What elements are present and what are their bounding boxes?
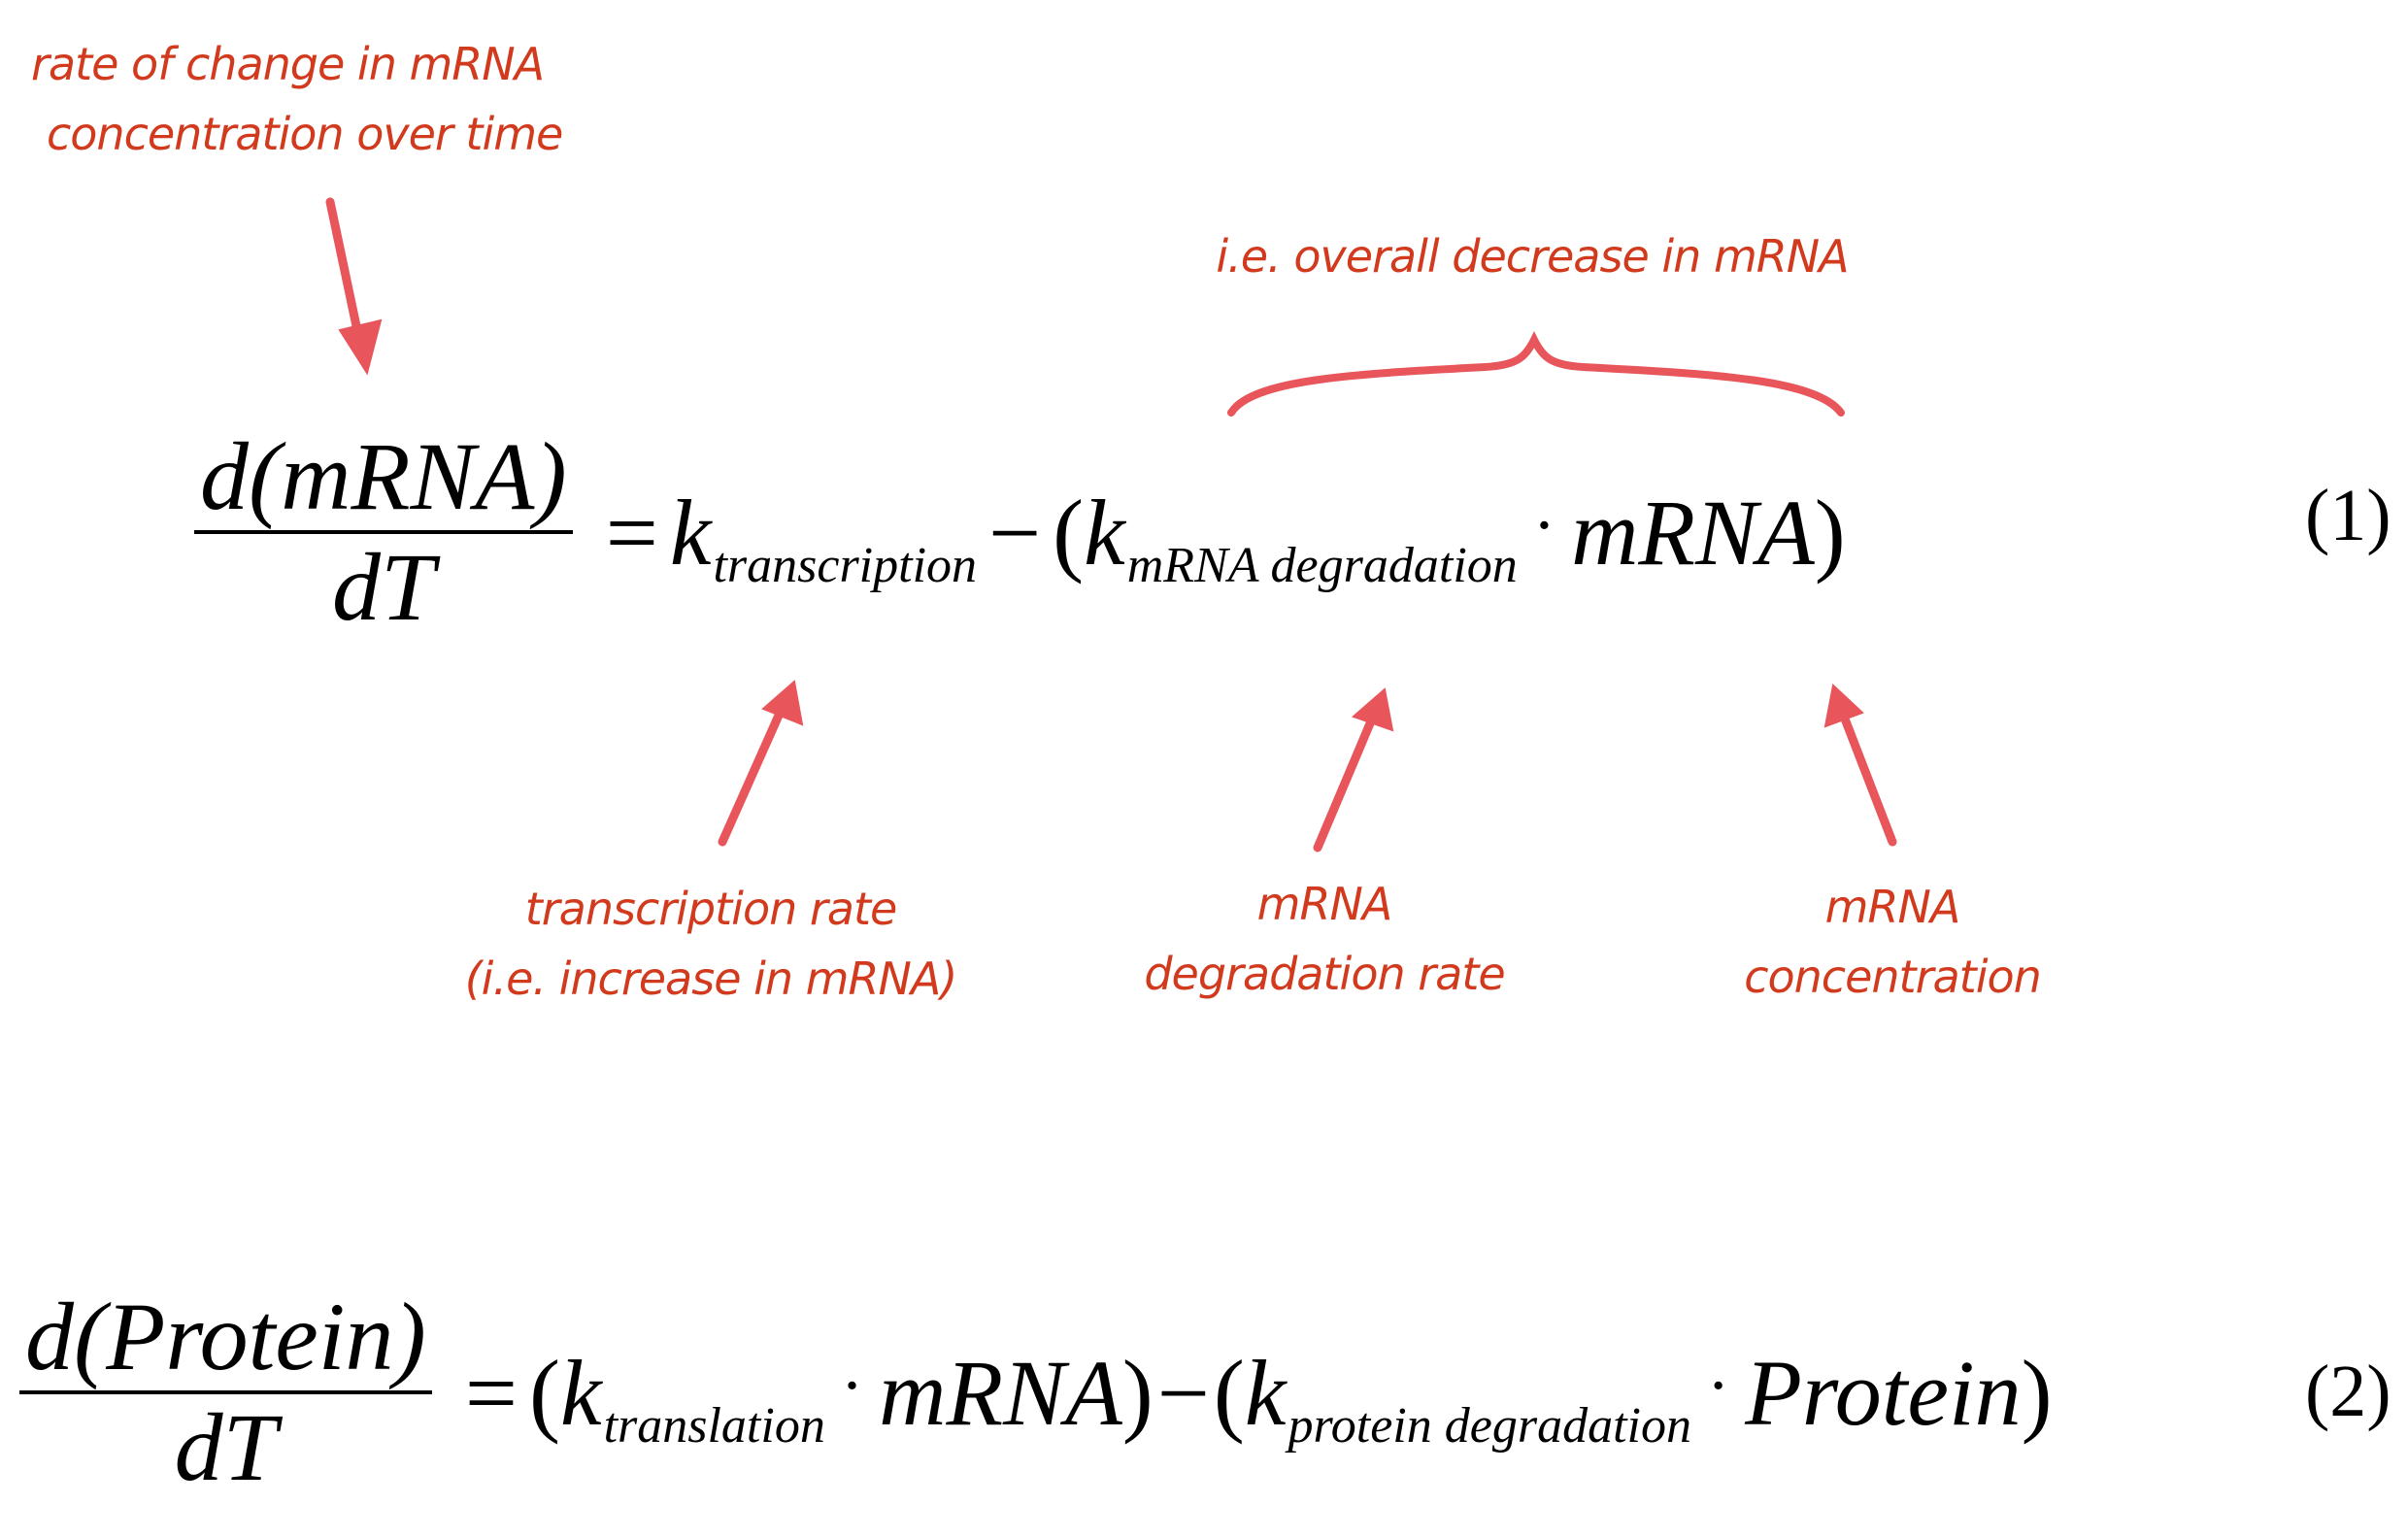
note-line: concentration [1744,951,2042,1003]
multiply-dot: · [1706,1349,1730,1423]
minus-sign: − [988,480,1042,585]
variable-protein: Protein [1745,1340,2022,1445]
open-paren: ( [1213,1340,1245,1445]
arrow-up-icon [1823,684,1897,847]
multiply-dot: · [840,1349,864,1423]
subscript: translation [603,1397,825,1454]
note-line: transcription rate [524,883,898,935]
subscript: transcription [713,537,978,593]
rate-constant: k [669,480,712,585]
fraction-bar [19,1390,432,1394]
equation-number: (2) [2305,1351,2391,1432]
close-paren: ) [1121,1340,1154,1445]
note-line: rate of change in mRNA [31,38,545,90]
subscript: mRNA degradation [1126,537,1518,593]
subscript: protein degradation [1288,1397,1691,1454]
fraction: d(mRNA) dT [194,423,573,641]
note-mrna-concentration: mRNA concentration [1744,872,2042,1012]
close-paren: ) [2021,1340,2053,1445]
note-transcription-rate: transcription rate (i.e. increase in mRN… [464,874,958,1014]
equals-sign: = [464,1340,518,1445]
open-paren: ( [1053,480,1085,585]
rate-constant: k [559,1340,602,1445]
minus-sign: − [1156,1340,1210,1445]
rate-constant: k [1084,480,1125,585]
numerator: d(Protein) [25,1283,426,1390]
fraction-bar [194,530,573,534]
note-degradation-rate: mRNA degradation rate [1144,869,1505,1009]
numerator: d(mRNA) [200,422,567,530]
equals-sign: = [605,480,658,585]
note-line: mRNA [1824,881,1961,933]
note-overall-decrease: i.e. overall decrease in mRNA [1216,230,1849,283]
arrow-up-icon [718,680,804,847]
arrow-up-icon [1313,687,1394,853]
note-line: concentration over time [47,108,563,160]
arrow-down-icon [325,197,383,376]
equation-2: d(Protein) dT = ( k translation · mRNA )… [19,1284,2053,1501]
denominator: dT [332,533,435,641]
curly-brace-icon [1227,331,1845,417]
multiply-dot: · [1532,488,1556,563]
variable-mrna: mRNA [879,1340,1122,1445]
equation-1: d(mRNA) dT = k transcription − ( k mRNA … [194,423,1846,641]
note-line: mRNA [1256,878,1393,930]
close-paren: ) [1814,480,1846,585]
variable-mrna: mRNA [1571,480,1815,585]
open-paren: ( [528,1340,560,1445]
fraction: d(Protein) dT [19,1284,432,1501]
rate-constant: k [1244,1340,1287,1445]
denominator: dT [174,1393,278,1501]
note-line: degradation rate [1144,948,1505,1000]
equation-number: (1) [2305,475,2391,556]
note-rate-of-change: rate of change in mRNA concentration ove… [31,29,563,169]
note-line: (i.e. increase in mRNA) [464,953,958,1005]
